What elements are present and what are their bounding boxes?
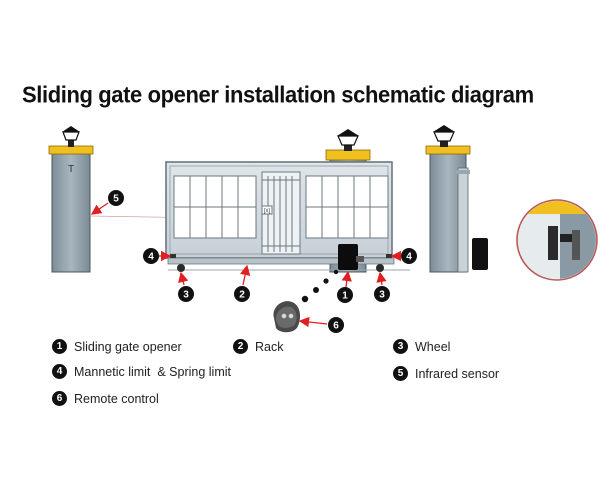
legend-item-limit: 4 Mannetic limit & Spring limit	[52, 364, 231, 379]
svg-text:4: 4	[148, 252, 154, 263]
inset-detail	[516, 199, 598, 281]
legend-item-rack: 2 Rack	[233, 339, 283, 354]
sliding-gate: [X]	[165, 161, 393, 259]
gate-right-panel	[305, 175, 389, 239]
legend-label: Wheel	[415, 339, 451, 354]
gate-left-panel	[173, 175, 257, 239]
limit-marker-left	[170, 254, 176, 258]
legend-label: Remote control	[74, 391, 159, 406]
svg-text:3: 3	[379, 290, 385, 301]
svg-text:4: 4	[406, 252, 412, 263]
svg-text:T: T	[68, 164, 74, 175]
callout-4-left: 4	[143, 248, 159, 264]
callout-6: 6	[328, 317, 344, 333]
legend-badge: 1	[52, 339, 67, 354]
svg-text:2: 2	[239, 290, 245, 301]
lamp-icon	[62, 126, 80, 147]
legend-label: Infrared sensor	[415, 366, 500, 381]
remote-control-icon	[273, 301, 300, 333]
callout-1: 1	[337, 287, 353, 303]
gate-middle-panel: [X]	[261, 171, 301, 255]
diagram-title: Sliding gate opener installation schemat…	[22, 81, 534, 108]
signal-dots	[301, 269, 339, 303]
svg-text:6: 6	[333, 321, 339, 332]
gate-opener-motor	[338, 244, 364, 270]
legend-badge: 4	[52, 364, 67, 379]
callout-3-left: 3	[178, 286, 194, 302]
callout-arrows	[90, 202, 402, 328]
legend-item-remote-control: 6 Remote control	[52, 391, 159, 406]
rack	[167, 257, 410, 271]
gate-sign: [X]	[264, 209, 271, 215]
callout-5: 5	[108, 190, 124, 206]
legend-badge: 6	[52, 391, 67, 406]
legend-badge: 2	[233, 339, 248, 354]
lamp-icon	[433, 125, 455, 147]
wheel-icon	[177, 264, 384, 272]
right-pillar	[425, 125, 488, 273]
left-pillar: T	[48, 126, 94, 273]
legend-badge: 3	[393, 339, 408, 354]
legend-badge: 5	[393, 366, 408, 381]
legend-label: Sliding gate opener	[74, 339, 182, 354]
legend-item-infrared-sensor: 5 Infrared sensor	[393, 366, 499, 381]
lamp-icon	[337, 129, 359, 151]
svg-text:3: 3	[183, 290, 189, 301]
limit-marker-right	[386, 254, 392, 258]
callout-2: 2	[234, 286, 250, 302]
svg-text:5: 5	[113, 194, 119, 205]
callout-3-right: 3	[374, 286, 390, 302]
legend-label: Rack	[255, 339, 284, 354]
svg-text:1: 1	[342, 291, 348, 302]
legend-item-sliding-gate-opener: 1 Sliding gate opener	[52, 339, 182, 354]
legend-item-wheel: 3 Wheel	[393, 339, 450, 354]
callout-4-right: 4	[401, 248, 417, 264]
legend-label: Mannetic limit & Spring limit	[74, 364, 231, 379]
